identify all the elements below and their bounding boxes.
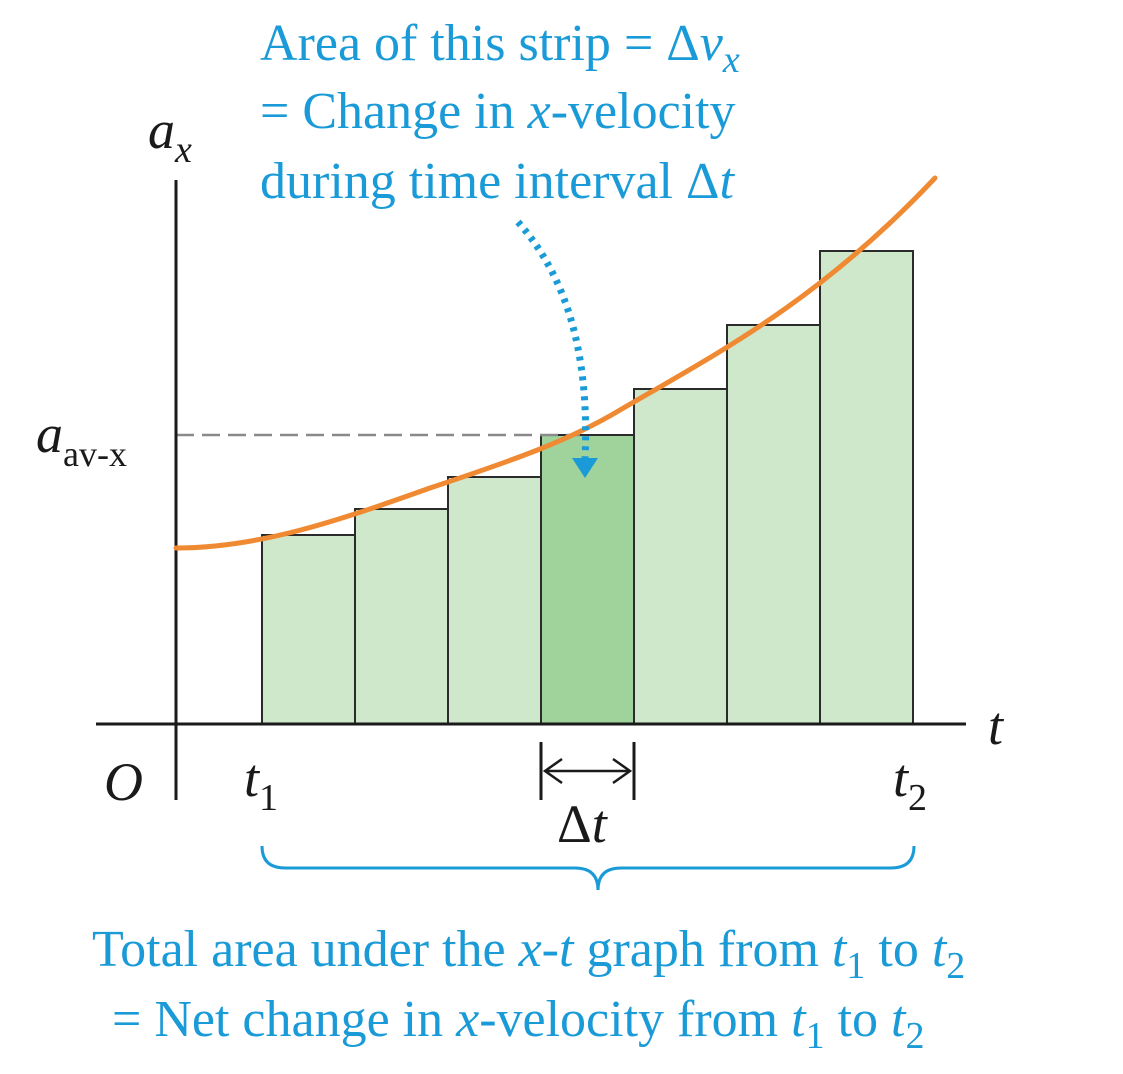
strip-7 <box>819 250 914 725</box>
top-annotation-line-1: Area of this strip = Δvx <box>260 15 740 81</box>
acceleration-curve <box>173 175 938 551</box>
strip-2 <box>354 508 449 725</box>
axes <box>96 180 966 800</box>
x-axis-label: t <box>988 696 1005 756</box>
strip-6 <box>726 324 821 725</box>
strip-highlighted <box>540 434 635 725</box>
bottom-annotation-line-2: = Net change in x-velocity from t1 to t2 <box>112 991 924 1057</box>
top-annotation-line-2: = Change in x-velocity <box>260 83 736 140</box>
average-acceleration-label: aav-x <box>36 404 127 474</box>
top-annotation-line-3: during time interval Δt <box>260 153 735 210</box>
delta-t-dimension <box>539 742 636 800</box>
strip-3 <box>447 476 542 725</box>
strip-1 <box>261 534 356 725</box>
t2-label: t2 <box>893 748 927 819</box>
arrow-head <box>572 458 598 478</box>
t1-label: t1 <box>244 748 278 819</box>
top-annotation: Area of this strip = Δvx = Change in x-v… <box>260 15 740 210</box>
bottom-annotation: Total area under the x-t graph from t1 t… <box>92 921 965 1057</box>
bottom-annotation-line-1: Total area under the x-t graph from t1 t… <box>92 921 965 987</box>
dotted-arrow <box>515 219 598 478</box>
strip-5 <box>633 388 728 725</box>
area-strips <box>261 250 914 725</box>
origin-label: O <box>104 752 143 812</box>
delta-t-label: Δt <box>557 794 609 854</box>
curly-brace <box>260 845 916 891</box>
y-axis-label: ax <box>148 100 192 171</box>
